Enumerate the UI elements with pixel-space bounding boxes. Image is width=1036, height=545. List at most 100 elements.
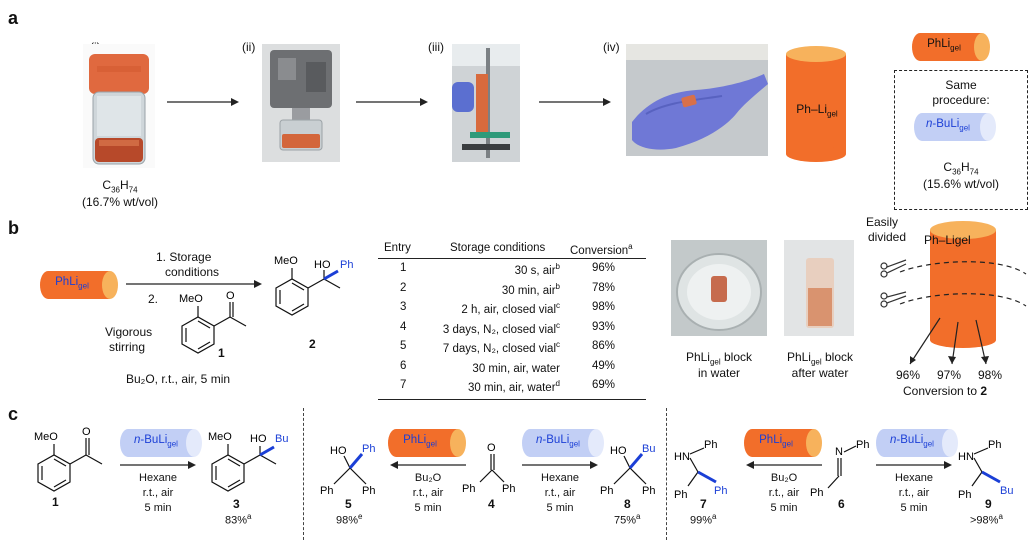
concentration-label: (16.7% wt/vol) <box>81 195 159 209</box>
photo2-caption-2: after water <box>791 366 849 380</box>
rxn3-right-solvent: Hexane <box>895 472 933 484</box>
svg-text:Ph: Ph <box>856 439 869 451</box>
table-cell-conversion: 69% <box>592 379 616 391</box>
svg-text:Bu: Bu <box>642 443 655 455</box>
svg-text:O: O <box>226 290 235 302</box>
panel-b-label: b <box>8 218 19 238</box>
table-cell-entry: 1 <box>400 262 407 274</box>
divider-2 <box>666 408 667 540</box>
compound-5-yield: 98%e <box>336 512 363 527</box>
compound-2-structure: MeO HO Ph <box>274 255 353 316</box>
table-cell-entry: 3 <box>400 301 407 313</box>
table-cell-storage: 30 min, air, water <box>472 362 560 375</box>
rxn3-buli-label: n-BuLigel <box>890 434 934 449</box>
table-cell-entry: 6 <box>400 359 407 372</box>
conditions-label: Bu₂O, r.t., air, 5 min <box>126 372 231 386</box>
table-cell-storage: 7 days, N₂, closed vialc <box>442 340 560 355</box>
svg-text:Ph: Ph <box>362 485 375 497</box>
table-row: 6 30 min, air, water 49% <box>378 360 658 378</box>
formula-label: C36H74 <box>102 178 138 195</box>
table-cell-storage: 2 h, air, closed vialc <box>461 301 560 316</box>
stirring1-label: Vigorous <box>105 325 153 339</box>
table-cell-conversion: 49% <box>592 359 616 372</box>
photo-jar <box>83 44 155 168</box>
svg-text:HO: HO <box>250 433 267 445</box>
rxn3-left-solvent: Bu₂O <box>770 472 798 484</box>
arrow-a1 <box>167 98 239 106</box>
panel-c-label: c <box>8 404 19 424</box>
compound-8-yield: 75%a <box>614 512 641 527</box>
step2-label: 2. <box>148 292 159 306</box>
svg-text:Ph: Ph <box>988 439 1001 451</box>
svg-text:O: O <box>487 442 496 454</box>
svg-text:HN: HN <box>674 451 690 463</box>
buli-gel-small-label: n-BuLigel <box>926 118 970 133</box>
svg-text:HO: HO <box>330 445 347 457</box>
svg-text:N: N <box>835 446 843 458</box>
table-cell-entry: 5 <box>400 340 407 352</box>
phli-gel-cylinder-large-label: Ph–Ligel <box>796 102 838 119</box>
phli-gel-reagent-label: PhLigel <box>55 276 89 291</box>
svg-text:Ph: Ph <box>320 485 333 497</box>
table-header-storage: Storage conditions <box>450 242 546 254</box>
svg-text:Ph: Ph <box>714 485 727 497</box>
divided-cylinder <box>880 221 1027 365</box>
stirring2-label: stirring <box>109 340 146 354</box>
easily-label: Easily <box>866 215 899 229</box>
svg-text:O: O <box>82 426 91 438</box>
conversion-97: 97% <box>937 368 962 382</box>
photo-syringe <box>452 44 520 162</box>
svg-text:Ph: Ph <box>810 487 823 499</box>
compound-4-structure: O Ph Ph <box>462 442 515 495</box>
step-iv-label: (iv) <box>603 40 620 54</box>
svg-text:Ph: Ph <box>362 443 375 455</box>
rxn2-right-temp: r.t., air <box>544 487 576 499</box>
conversion-96: 96% <box>896 368 921 382</box>
rxn2-buli-gel <box>522 429 604 457</box>
svg-text:MeO: MeO <box>208 431 232 443</box>
phli-gel-cylinder-small <box>912 33 990 61</box>
compound-8-structure: HO Bu Ph Ph <box>600 443 655 497</box>
table-header-conversion: Conversiona <box>570 242 633 257</box>
compound-5-number: 5 <box>345 497 352 511</box>
rxn2-phli-label: PhLigel <box>403 434 437 449</box>
svg-text:Bu: Bu <box>1000 485 1013 497</box>
rxn1-arrow <box>120 461 196 469</box>
rxn2-phli-gel <box>388 429 466 457</box>
divider-1 <box>303 408 304 540</box>
rxn3-left-arrow <box>746 461 822 469</box>
rxn3-right-arrow <box>876 461 952 469</box>
compound-9-structure: HN Ph Ph Bu <box>958 439 1013 501</box>
compound-9-yield: >98%a <box>970 512 1003 527</box>
svg-text:HO: HO <box>610 445 627 457</box>
table-cell-entry: 2 <box>400 281 407 294</box>
rxn2-left-arrow <box>390 461 466 469</box>
table-cell-storage: 30 s, airb <box>514 262 560 277</box>
compound-9-number: 9 <box>985 497 992 511</box>
table-cell-conversion: 78% <box>592 281 616 294</box>
rxn3-left-temp: r.t., air <box>768 487 800 499</box>
compound-7-number: 7 <box>700 497 707 511</box>
scissors-icon <box>880 259 907 308</box>
table-row: 3 2 h, air, closed vialc 98% <box>378 301 658 319</box>
rxn3-right-temp: r.t., air <box>898 487 930 499</box>
rxn1-buli-gel <box>120 429 202 457</box>
same-label: Same <box>945 78 977 92</box>
table-cell-conversion: 86% <box>592 340 616 352</box>
photo1-caption-2: in water <box>697 366 741 380</box>
compound-7-yield: 99%a <box>690 512 717 527</box>
table-cell-conversion: 98% <box>592 301 616 313</box>
svg-text:Ph: Ph <box>642 485 655 497</box>
photo2-caption: PhLigel block <box>786 350 854 367</box>
rxn1-compound-1-structure: MeO O <box>34 426 103 492</box>
rxn2-right-arrow <box>522 461 598 469</box>
compound-2-number: 2 <box>309 337 316 351</box>
conversion-to-label: Conversion to 2 <box>903 384 988 398</box>
svg-text:Ph: Ph <box>958 489 971 501</box>
compound-3-structure: MeO HO Bu <box>208 431 288 492</box>
step1b-label: conditions <box>165 265 220 279</box>
table-cell-conversion: 96% <box>592 262 616 274</box>
rxn2-left-time: 5 min <box>414 502 442 514</box>
